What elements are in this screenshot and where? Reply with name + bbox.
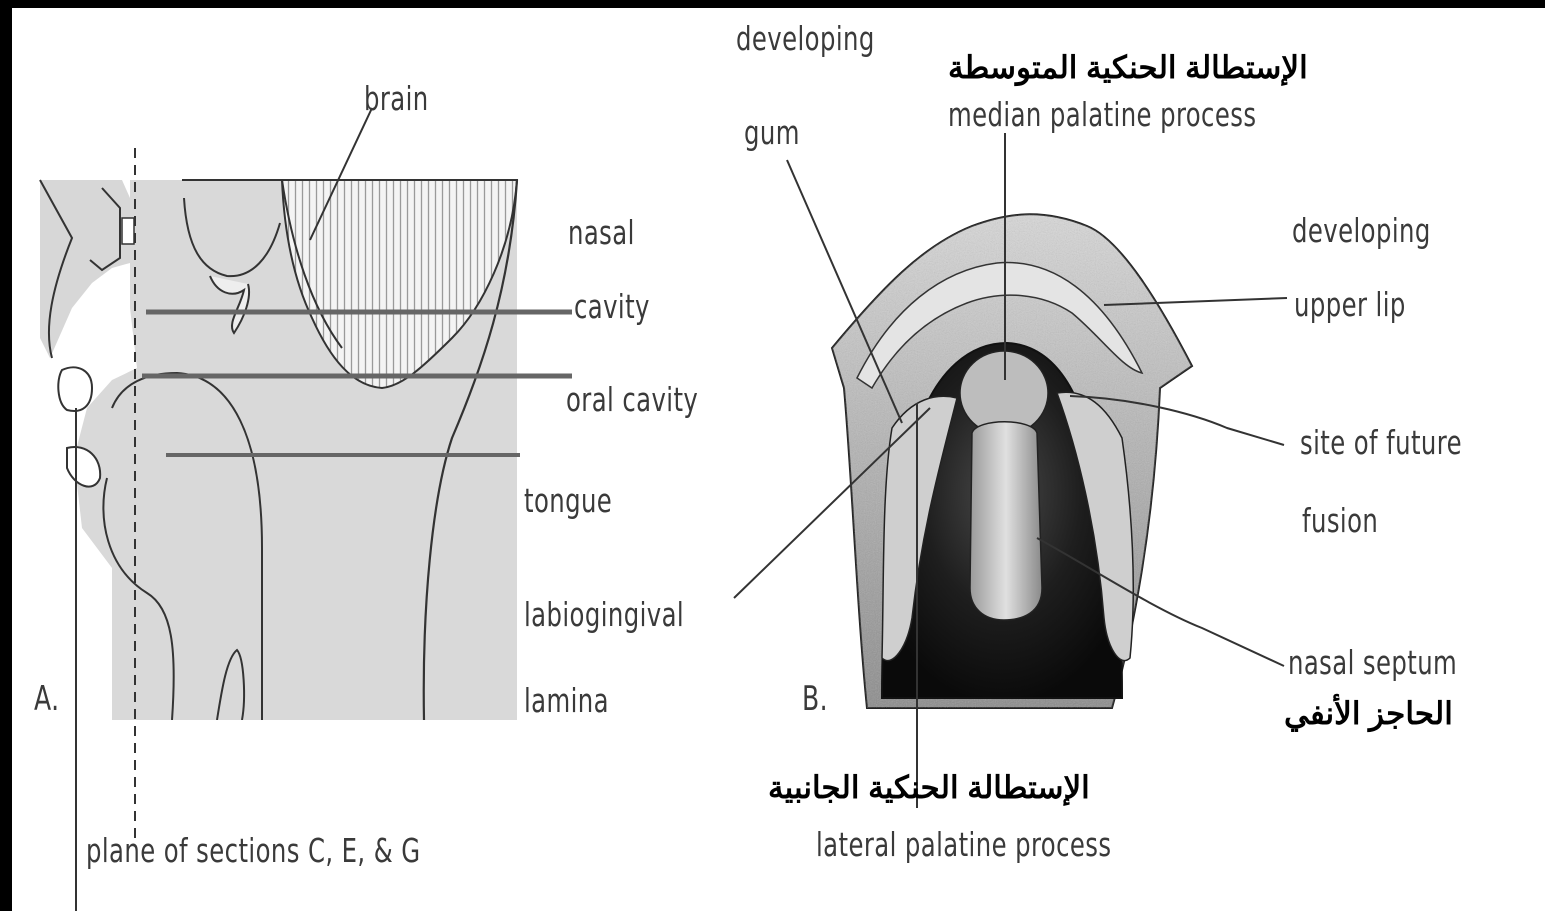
label-median-palatine: median palatine process [948, 98, 1256, 131]
label-gum: gum [744, 116, 800, 149]
label-lateral-palatine: lateral palatine process [816, 828, 1111, 861]
panel-a-art [40, 108, 572, 911]
label-tongue: tongue [524, 484, 612, 517]
label-developing-lip-1: developing [1292, 214, 1431, 247]
label-oral-cavity: oral cavity [566, 383, 698, 416]
label-brain: brain [364, 82, 429, 115]
label-lateral-palatine-ar: الإستطالة الحنكية الجانبية [768, 772, 1090, 803]
label-fusion: fusion [1302, 504, 1378, 537]
lip-outline [58, 367, 92, 411]
label-plane: plane of sections C, E, & G [86, 834, 421, 867]
label-nasal: nasal [568, 216, 635, 249]
panel-letter-a: A. [34, 682, 59, 716]
diagram-canvas: brain nasal cavity oral cavity tongue la… [12, 8, 1545, 911]
label-median-palatine-ar: الإستطالة الحنكية المتوسطة [948, 52, 1308, 83]
label-cavity: cavity [574, 290, 650, 323]
nasal-septum-shape [970, 422, 1042, 620]
label-nasal-septum-ar: الحاجز الأنفي [1284, 698, 1453, 729]
label-labiogingival: labiogingival [524, 598, 684, 631]
label-upper-lip: upper lip [1294, 288, 1406, 321]
label-nasal-septum: nasal septum [1288, 646, 1457, 679]
label-future-fusion: site of future [1300, 426, 1462, 459]
panel-letter-b: B. [802, 682, 828, 716]
head-tissue [40, 180, 130, 358]
eye-small [122, 218, 134, 244]
label-developing-gum-1: developing [736, 22, 875, 55]
label-lamina: lamina [524, 684, 609, 717]
